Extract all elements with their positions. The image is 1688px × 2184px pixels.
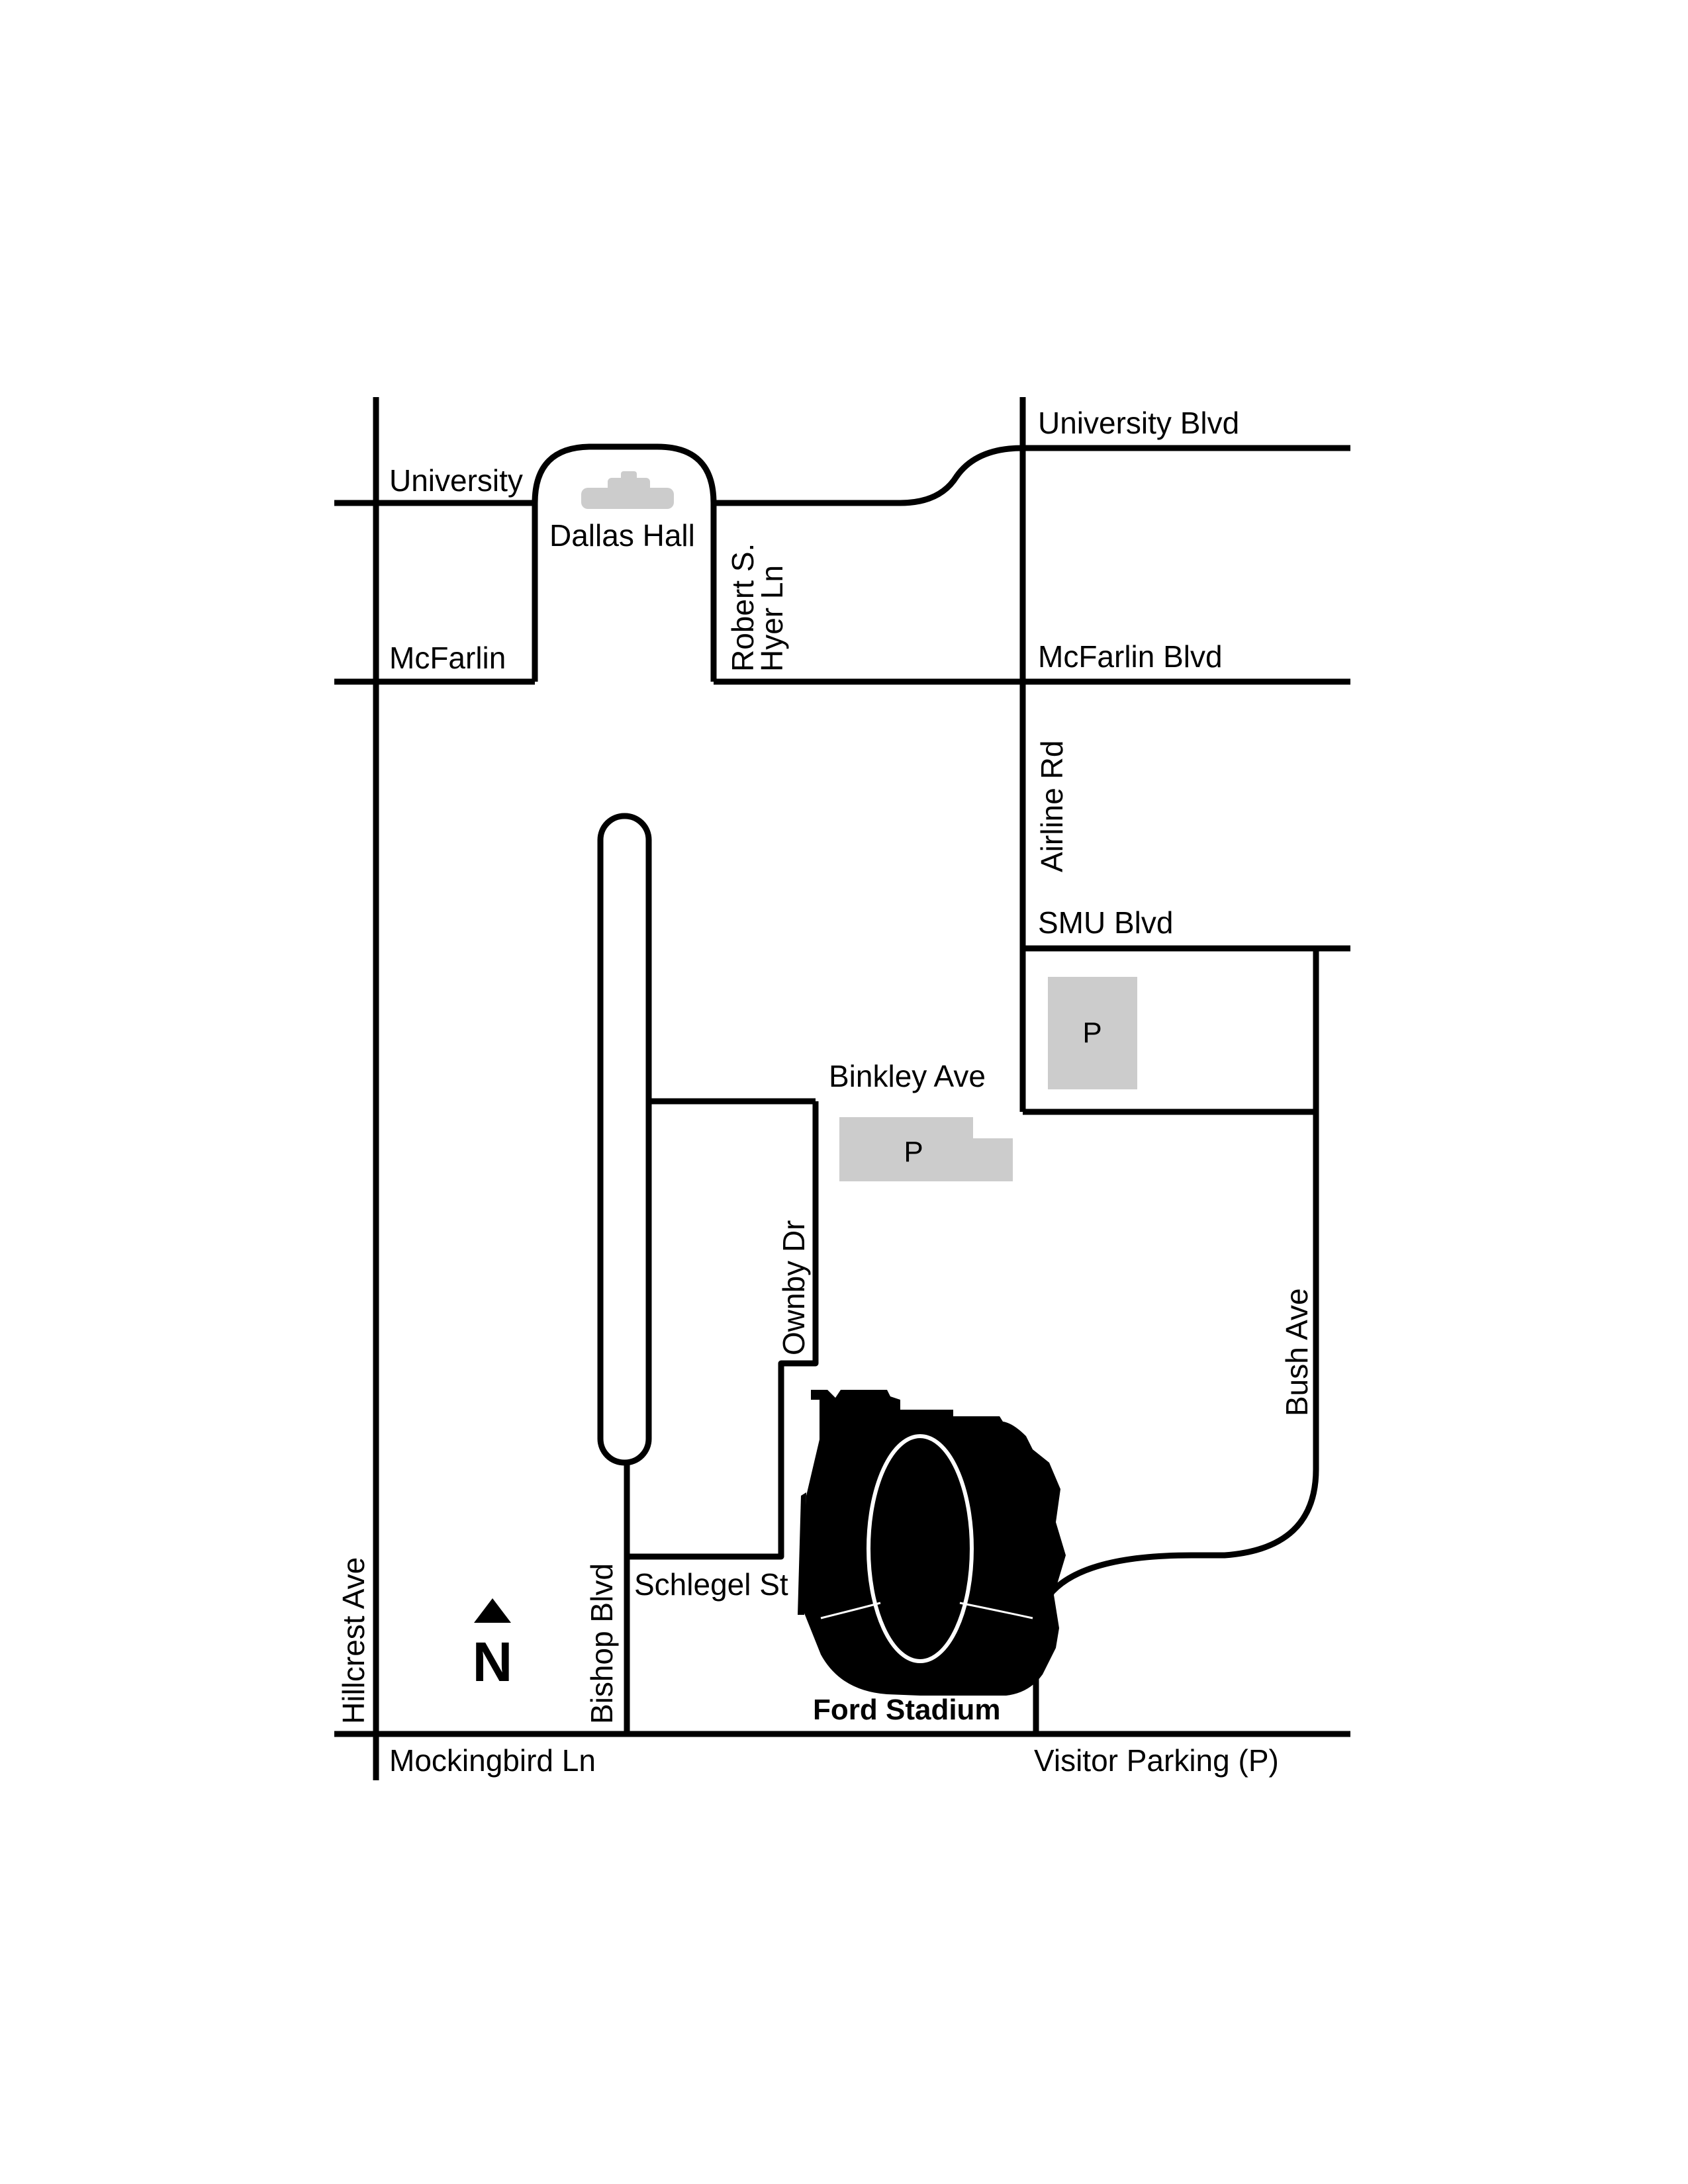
mall-boulevard-island [597, 813, 652, 1466]
label-university: University [389, 463, 523, 498]
label-university-blvd: University Blvd [1038, 406, 1239, 440]
label-binkley-ave: Binkley Ave [829, 1059, 986, 1093]
road-university-blvd [714, 445, 1350, 506]
parking-lot-binkley: P [839, 1117, 1013, 1181]
label-schlegel-st: Schlegel St [634, 1567, 788, 1602]
north-arrow-icon [474, 1598, 511, 1623]
parking-lot-binkley-label: P [904, 1136, 923, 1168]
ford-stadium-icon [798, 1390, 1066, 1696]
parking-lot-east-label: P [1082, 1017, 1102, 1049]
label-dallas-hall: Dallas Hall [549, 518, 695, 553]
label-mcfarlin-blvd: McFarlin Blvd [1038, 639, 1223, 674]
road-ownby-dr [627, 1101, 819, 1560]
north-letter: N [473, 1631, 513, 1693]
road-dallas-hall-loop [532, 443, 717, 682]
label-bishop-blvd: Bishop Blvd [585, 1563, 619, 1724]
north-arrow: N [473, 1598, 513, 1693]
road-network [334, 397, 1350, 1780]
label-ownby-dr: Ownby Dr [776, 1220, 811, 1355]
label-airline-rd: Airline Rd [1035, 741, 1069, 872]
label-mockingbird-ln: Mockingbird Ln [389, 1743, 596, 1778]
label-hillcrest-ave: Hillcrest Ave [336, 1557, 371, 1724]
label-bush-ave: Bush Ave [1280, 1288, 1314, 1416]
label-mcfarlin: McFarlin [389, 641, 506, 675]
label-robert-s: Robert S. [726, 543, 760, 672]
label-smu-blvd: SMU Blvd [1038, 905, 1173, 940]
dallas-hall-building [581, 471, 674, 509]
label-hyer-ln: Hyer Ln [755, 565, 789, 672]
label-visitor-parking: Visitor Parking (P) [1034, 1743, 1279, 1778]
parking-lot-east: P [1048, 977, 1137, 1089]
label-ford-stadium: Ford Stadium [813, 1694, 1001, 1726]
